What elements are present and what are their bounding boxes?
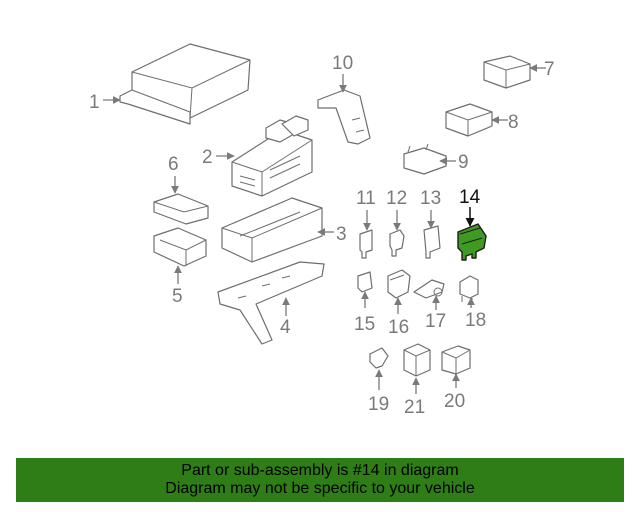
part-11-mini-fuse[interactable] — [359, 229, 373, 259]
callout-9[interactable]: 9 — [458, 152, 469, 173]
part-10-bracket[interactable] — [317, 89, 371, 145]
part-17-fusible-link[interactable] — [413, 279, 445, 299]
callout-15[interactable]: 15 — [354, 314, 375, 335]
part-16-fuse[interactable] — [387, 269, 411, 299]
callout-2[interactable]: 2 — [202, 147, 213, 168]
callout-18[interactable]: 18 — [465, 310, 486, 331]
callout-10[interactable]: 10 — [332, 53, 353, 74]
part-6-cover[interactable] — [153, 193, 209, 225]
part-12-fuse[interactable] — [389, 229, 405, 257]
callout-1[interactable]: 1 — [89, 92, 100, 113]
part-21-relay[interactable] — [403, 343, 431, 377]
part-9-holder[interactable] — [403, 143, 447, 175]
callout-13[interactable]: 13 — [420, 188, 441, 209]
part-2-relay-block[interactable] — [231, 115, 313, 197]
callout-6[interactable]: 6 — [168, 154, 179, 175]
part-8-relay[interactable] — [445, 103, 493, 137]
part-19-fuse[interactable] — [369, 347, 389, 369]
callout-19[interactable]: 19 — [368, 394, 389, 415]
part-15-fuse[interactable] — [357, 271, 373, 293]
callout-20[interactable]: 20 — [444, 391, 465, 412]
part-20-relay[interactable] — [441, 345, 471, 375]
callout-8[interactable]: 8 — [508, 112, 519, 133]
part-5-clip[interactable] — [153, 227, 207, 267]
callout-7[interactable]: 7 — [544, 59, 555, 80]
part-4-bracket[interactable] — [217, 261, 325, 345]
callout-21[interactable]: 21 — [404, 397, 425, 418]
callout-11[interactable]: 11 — [356, 188, 376, 209]
callout-3[interactable]: 3 — [336, 224, 347, 245]
callout-14[interactable]: 14 — [459, 187, 481, 208]
part-7-relay[interactable] — [483, 55, 531, 89]
part-13-fuse[interactable] — [423, 225, 441, 259]
info-banner: Part or sub-assembly is #14 in diagram D… — [16, 458, 624, 502]
part-14-maxi-fuse-highlighted[interactable] — [457, 223, 487, 261]
part-1-fuse-box-cover[interactable] — [119, 43, 251, 125]
callout-4[interactable]: 4 — [280, 317, 291, 338]
callout-17[interactable]: 17 — [425, 311, 446, 332]
part-18-relay[interactable] — [459, 275, 479, 304]
part-3-lower-box[interactable] — [221, 197, 323, 263]
callout-16[interactable]: 16 — [388, 317, 409, 338]
callout-12[interactable]: 12 — [386, 188, 407, 209]
banner-line-1: Part or sub-assembly is #14 in diagram — [181, 462, 459, 479]
callout-5[interactable]: 5 — [172, 286, 183, 307]
banner-line-2: Diagram may not be specific to your vehi… — [165, 480, 475, 497]
